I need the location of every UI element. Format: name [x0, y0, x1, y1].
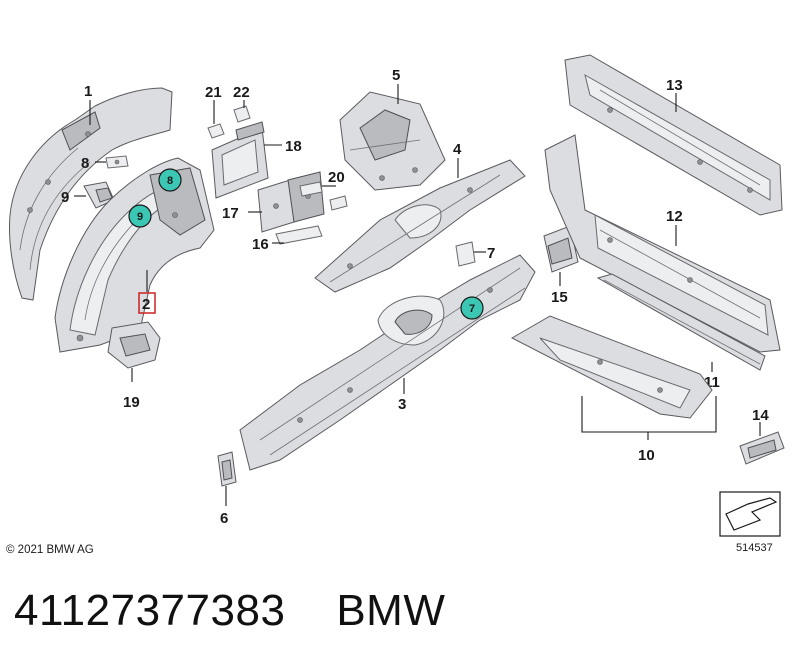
callout-14: 14 — [752, 407, 769, 424]
arrow-icon — [725, 497, 778, 531]
callout-8: 8 — [81, 155, 89, 172]
callout-4: 4 — [453, 141, 462, 158]
brand-name: BMW — [336, 586, 446, 635]
callout-10: 10 — [638, 447, 655, 464]
callout-18: 18 — [285, 138, 302, 155]
part-16-strip — [275, 225, 323, 245]
marker-9-label: 9 — [137, 211, 143, 223]
callout-3: 3 — [398, 396, 406, 413]
part-19-gusset — [107, 321, 161, 369]
marker-7-label: 7 — [469, 303, 475, 315]
marker-9 — [128, 204, 152, 228]
callout-1: 1 — [84, 83, 92, 100]
part-8-small-bracket — [105, 155, 129, 169]
highlight-box-2 — [138, 292, 156, 314]
marker-7 — [460, 296, 484, 320]
part-20-clip — [299, 181, 348, 211]
part-4-member — [314, 159, 526, 293]
part-number: 41127377383 — [14, 586, 286, 635]
callout-13: 13 — [666, 77, 683, 94]
figure-number: 514537 — [736, 542, 773, 554]
callout-20: 20 — [328, 169, 345, 186]
callout-2: 2 — [142, 296, 150, 313]
callout-9: 9 — [61, 189, 69, 206]
callout-5: 5 — [392, 67, 400, 84]
part-15-bracket — [543, 225, 579, 273]
part-6-bracket — [217, 451, 237, 487]
part-22-clip — [233, 105, 251, 123]
callout-16: 16 — [252, 236, 269, 253]
direction-indicator — [719, 491, 781, 537]
marker-8-label: 8 — [167, 175, 173, 187]
part-5-support — [339, 91, 446, 191]
callout-17: 17 — [222, 205, 239, 222]
footer: 41127377383 BMW — [14, 586, 445, 636]
marker-8 — [158, 168, 182, 192]
part-2-wheel-house — [54, 157, 215, 353]
callout-7: 7 — [487, 245, 495, 262]
part-17-bracket — [257, 171, 325, 233]
part-10-floor-panel — [510, 315, 713, 419]
part-14-bracket — [739, 431, 785, 465]
callout-19: 19 — [123, 394, 140, 411]
part-7-bracket — [455, 241, 476, 267]
callout-12: 12 — [666, 208, 683, 225]
part-12-panel — [544, 134, 781, 353]
callout-6: 6 — [220, 510, 228, 527]
copyright-notice: © 2021 BMW AG — [6, 544, 94, 556]
callout-22: 22 — [233, 84, 250, 101]
part-3-longitudinal-member — [239, 254, 536, 471]
part-21-clip — [207, 123, 225, 139]
callout-21: 21 — [205, 84, 222, 101]
part-13-rear-panel — [564, 54, 783, 216]
leader-10-bracket — [581, 396, 717, 433]
part-18-plate — [211, 121, 269, 199]
part-11-strip — [596, 273, 766, 371]
part-9-bracket — [83, 181, 115, 209]
callout-15: 15 — [551, 289, 568, 306]
